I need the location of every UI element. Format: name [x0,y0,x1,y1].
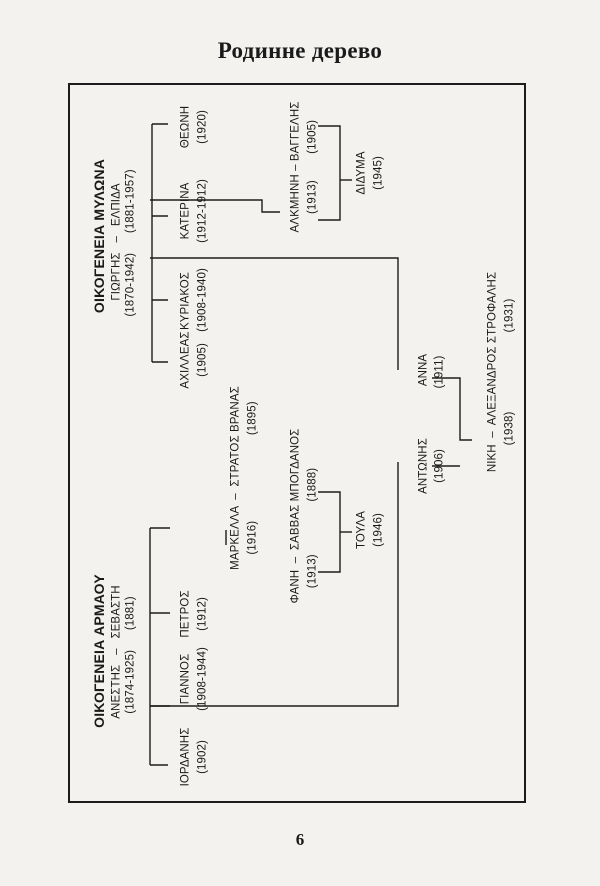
alkmini-couple-years: (1913) (1905) [306,119,319,215]
armaou-child-name: ΓΙΑΝΝΟΣ [179,653,192,705]
anna-name: ΑΝΝΑ [417,353,430,387]
armaou-to-antonis [150,462,399,707]
armaou-family-title: ΟΙΚΟΓΕΝΕΙΑ ΑΡΜΑΟΥ [91,574,107,728]
niki-couple-years: (1938) (1931) [503,298,516,446]
toula-years: (1946) [372,513,385,547]
mylona-child-years: (1908-1940) [196,268,209,332]
armaou-parents-years: (1874-1925) (1881) [124,596,137,714]
markella-couple-years: (1916) (1895) [246,401,259,555]
didyma-years: (1945) [372,156,385,190]
mylona-child-name: ΚΥΡΙΑΚΟΣ [179,271,192,331]
armaou-child-name: ΙΟΡΔΑΝΗΣ [179,727,192,787]
mylona-children-bracket [151,123,168,363]
mylona-child-years: (1920) [196,110,209,144]
fani-couple-names: ΦΑΝΗ – ΣΑΒΒΑΣ ΜΠΟΓΔΑΝΟΣ [289,428,302,604]
mylona-parents-years: (1870-1942) (1881-1957) [124,169,137,317]
armaou-child-name: ΠΕΤΡΟΣ [179,590,192,638]
mylona-child-name: ΘΕΩΝΗ [179,105,192,149]
didyma-name: ΔΙΔΥΜΑ [355,151,368,195]
mylona-child-name: ΚΑΤΕΡΙΝΑ [179,182,192,240]
markella-couple-names: ΜΑΡΚΕΛΛΑ – ΣΤΡΑΤΟΣ ΒΡΑΝΑΣ [229,386,242,570]
antonis-years: (1906) [433,449,446,483]
mylona-parents-names: ΓΙΩΡΓΗΣ – ΕΛΠΙΔΑ [110,183,123,301]
mylona-child-years: (1905) [196,343,209,377]
page-heading: Родинне дерево [217,38,383,63]
antonis-name: ΑΝΤΩΝΗΣ [417,438,430,494]
armaou-parents-names: ΑΝΕΣΤΗΣ – ΣΕΒΑΣΤΗ [110,585,123,719]
armaou-child-years: (1908-1944) [196,647,209,711]
anna-to-niki [432,377,472,441]
armaou-child-years: (1902) [196,740,209,774]
alkmini-couple-names: ΑΛΚΜΗΝΗ – ΒΑΓΓΕΛΗΣ [289,101,302,233]
alkmini-couple-bracket [318,125,341,221]
armaou-child-years: (1912) [196,597,209,631]
mylona-child-years: (1912-1912) [196,179,209,243]
mylona-to-anna [150,257,399,370]
anna-years: (1911) [433,355,446,389]
family-tree-frame [68,83,526,803]
page-number: 6 [295,830,305,849]
mylona-child-name: ΑΧΙΛΛΕΑΣ [179,331,192,389]
armaou-children-bracket [149,527,170,766]
fani-couple-years: (1913) (1888) [306,467,319,589]
niki-couple-names: ΝΙΚΗ – ΑΛΕΞΑΝΔΡΟΣ ΣΤΡΟΦΑΛΗΣ [486,271,499,473]
toula-name: ΤΟΥΛΑ [355,510,368,550]
mylona-family-title: ΟΙΚΟΓΕΝΕΙΑ ΜΥΛΩΝΑ [91,158,107,314]
fani-couple-bracket [318,491,341,573]
mylona-katerina-to-alkmini [150,199,280,213]
